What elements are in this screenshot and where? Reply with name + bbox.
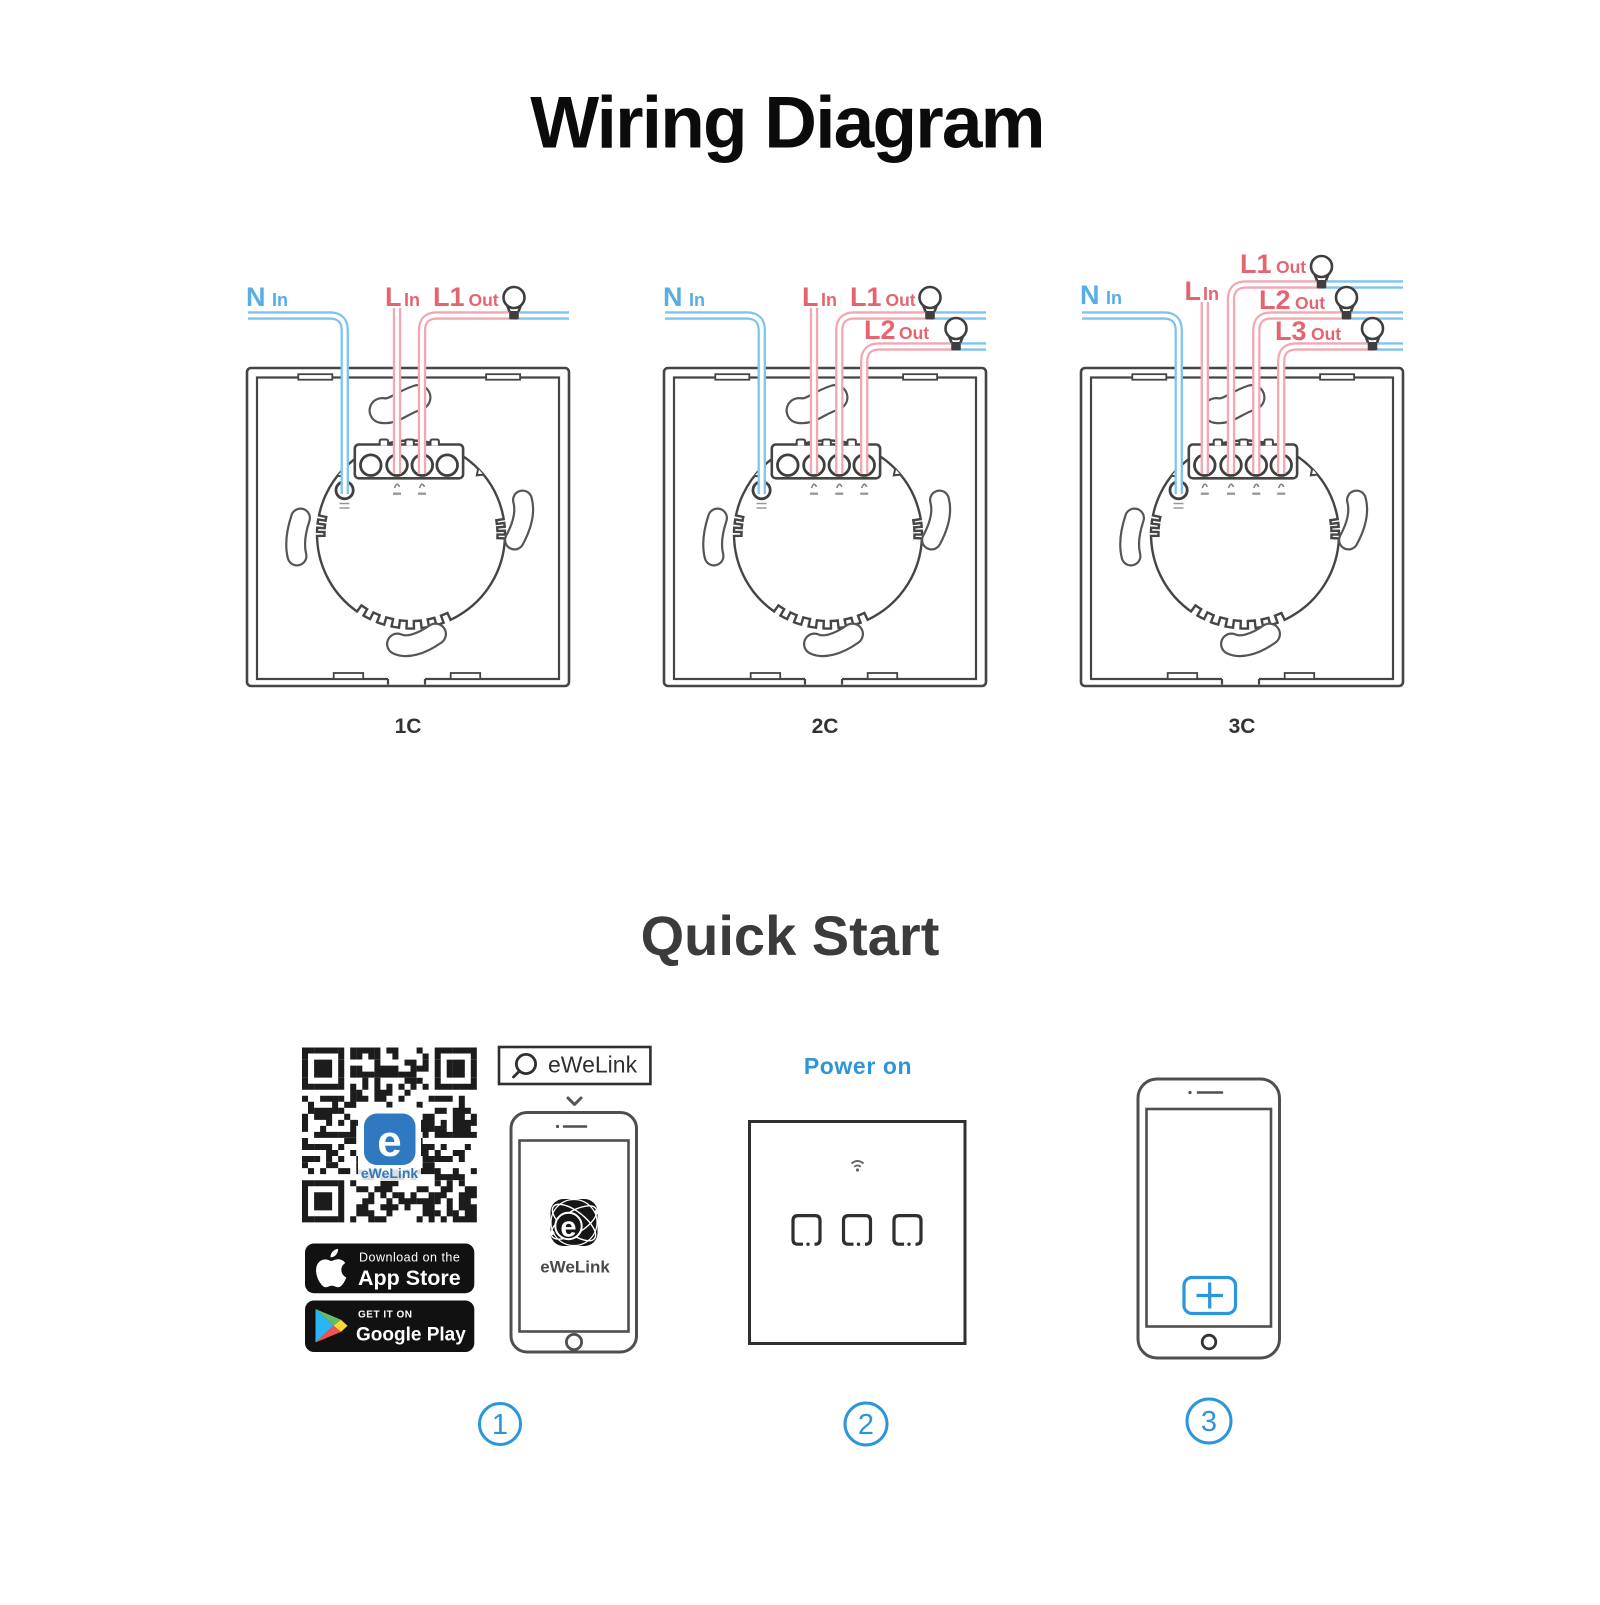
svg-text:Out: Out: [899, 323, 929, 343]
svg-text:e: e: [377, 1117, 401, 1166]
svg-text:1: 1: [492, 1409, 508, 1441]
svg-text:In: In: [689, 290, 705, 310]
svg-text:eWeLink: eWeLink: [540, 1258, 610, 1277]
svg-text:L: L: [802, 282, 819, 312]
svg-text:L1: L1: [1240, 249, 1272, 279]
svg-text:L1: L1: [850, 282, 882, 312]
svg-text:In: In: [1106, 288, 1122, 308]
svg-text:L1: L1: [433, 282, 465, 312]
svg-text:3C: 3C: [1229, 715, 1256, 738]
svg-text:Google Play: Google Play: [356, 1325, 466, 1346]
svg-text:N: N: [663, 282, 683, 312]
svg-text:eWeLink: eWeLink: [548, 1052, 638, 1078]
svg-text:L3: L3: [1275, 316, 1307, 346]
svg-text:e: e: [560, 1212, 576, 1244]
svg-text:Out: Out: [1276, 257, 1306, 277]
svg-text:L2: L2: [1259, 285, 1291, 315]
svg-text:L: L: [385, 282, 402, 312]
svg-text:In: In: [821, 290, 837, 310]
svg-text:Out: Out: [469, 290, 499, 310]
svg-text:N: N: [246, 282, 266, 312]
svg-text:Power on: Power on: [804, 1053, 912, 1079]
svg-text:In: In: [272, 290, 288, 310]
svg-text:2C: 2C: [812, 715, 839, 738]
svg-text:Out: Out: [1311, 324, 1341, 344]
svg-text:3: 3: [1201, 1406, 1217, 1438]
svg-text:GET IT ON: GET IT ON: [358, 1310, 413, 1321]
svg-text:N: N: [1080, 280, 1100, 310]
svg-text:2: 2: [858, 1409, 874, 1441]
svg-text:Out: Out: [886, 290, 916, 310]
svg-text:L: L: [1185, 276, 1202, 306]
svg-text:Out: Out: [1295, 293, 1325, 313]
svg-text:Wiring Diagram: Wiring Diagram: [530, 83, 1044, 164]
svg-text:In: In: [404, 290, 420, 310]
svg-text:Quick Start: Quick Start: [641, 904, 940, 967]
svg-text:L2: L2: [864, 315, 896, 345]
svg-text:eWeLink: eWeLink: [361, 1165, 419, 1181]
svg-text:App Store: App Store: [358, 1266, 461, 1290]
svg-text:Download on the: Download on the: [359, 1251, 460, 1265]
svg-text:In: In: [1203, 284, 1219, 304]
svg-text:1C: 1C: [395, 715, 422, 738]
